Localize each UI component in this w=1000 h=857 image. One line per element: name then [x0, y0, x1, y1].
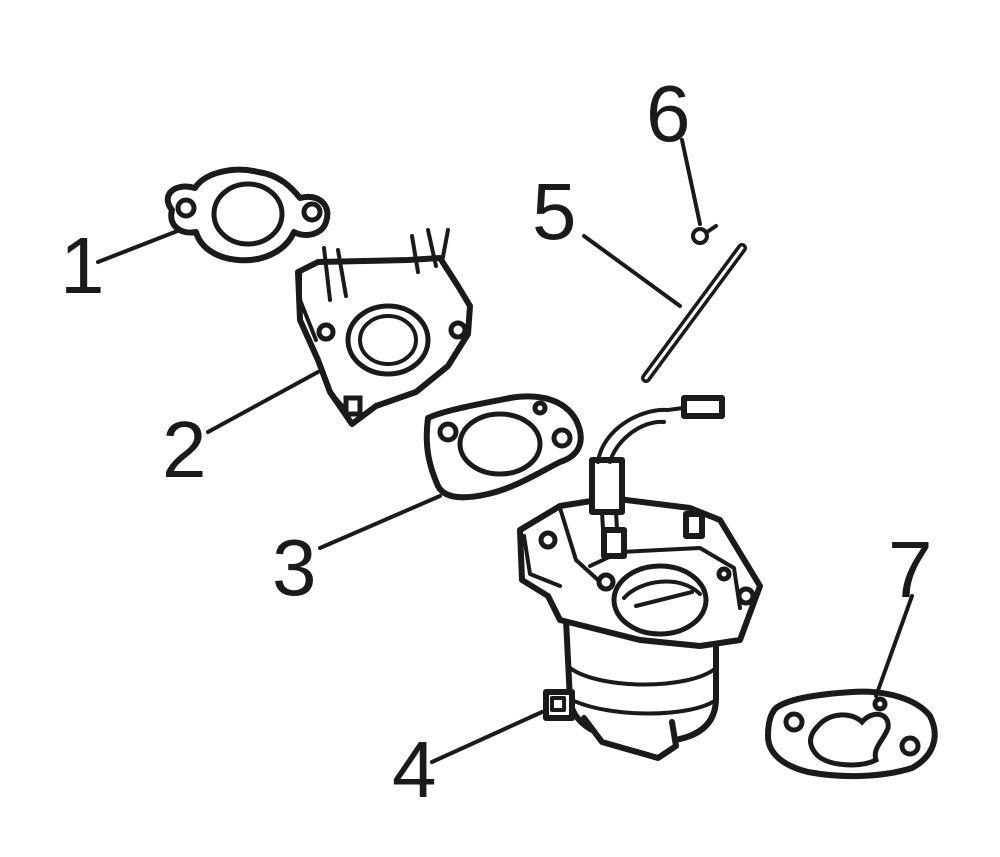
part-1-gasket	[164, 166, 331, 264]
part-5-tube	[641, 243, 747, 383]
leader-6	[680, 138, 702, 226]
part-6-clip	[691, 224, 718, 245]
callout-4: 4	[392, 725, 437, 814]
callout-7: 7	[888, 525, 933, 614]
leader-1	[96, 228, 182, 264]
callout-3: 3	[272, 523, 317, 612]
leader-4	[430, 710, 544, 764]
callout-5: 5	[532, 167, 577, 256]
callout-6: 6	[646, 69, 691, 158]
leader-lines	[96, 138, 914, 764]
leader-3	[318, 494, 442, 550]
leader-5	[582, 234, 682, 308]
leader-2	[206, 370, 320, 434]
part-7-gasket	[765, 688, 938, 780]
part-4-carburetor	[517, 395, 763, 761]
callout-1: 1	[60, 221, 105, 310]
part-3-gasket	[423, 393, 584, 501]
callout-2: 2	[162, 405, 207, 494]
leader-7	[874, 594, 914, 698]
part-2-insulator	[295, 228, 473, 427]
